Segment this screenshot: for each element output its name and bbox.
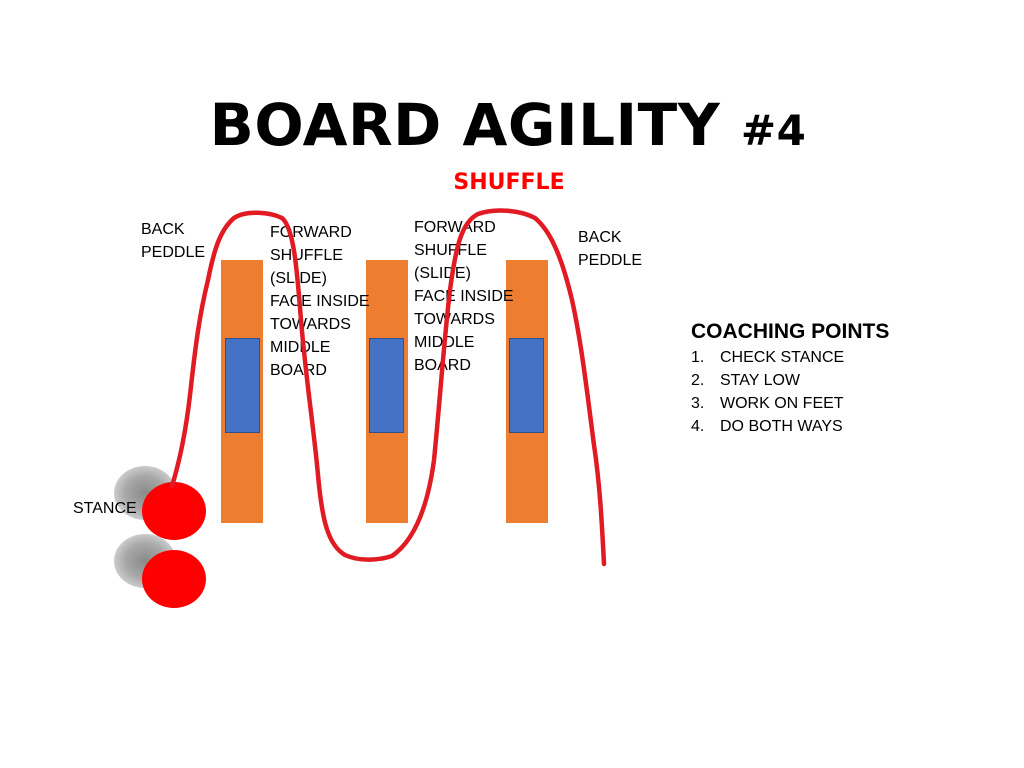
label-line: PEDDLE xyxy=(141,244,206,261)
label-line: FACE INSIDE xyxy=(414,288,514,305)
board-left-pad xyxy=(225,338,260,433)
list-item: 2. STAY LOW xyxy=(691,369,889,392)
drill-path-line xyxy=(169,208,607,567)
title-number: #4 xyxy=(740,106,807,155)
label-line: TOWARDS xyxy=(270,316,351,333)
label-line: BACK xyxy=(578,229,622,246)
label-line: (SLIDE) xyxy=(414,265,471,282)
list-item: 4. DO BOTH WAYS xyxy=(691,415,889,438)
label-forward-shuffle-1: FORWARD SHUFFLE (SLIDE) FACE INSIDE TOWA… xyxy=(270,221,370,382)
board-middle-pad xyxy=(369,338,404,433)
stance-disc-bottom xyxy=(142,550,206,608)
label-line: PEDDLE xyxy=(578,252,643,269)
label-line: BOARD xyxy=(270,362,327,379)
list-item-number: 3. xyxy=(691,395,705,412)
label-line: FACE INSIDE xyxy=(270,293,370,310)
label-line: MIDDLE xyxy=(270,339,331,356)
label-line: SHUFFLE xyxy=(414,242,487,259)
drill-subtitle: SHUFFLE xyxy=(453,170,565,195)
label-line: TOWARDS xyxy=(414,311,495,328)
label-forward-shuffle-2: FORWARD SHUFFLE (SLIDE) FACE INSIDE TOWA… xyxy=(414,216,514,377)
title-text: BOARD AGILITY xyxy=(209,91,721,159)
label-stance: STANCE xyxy=(73,500,137,517)
label-line: BACK xyxy=(141,221,185,238)
coaching-points-list: 1. CHECK STANCE 2. STAY LOW 3. WORK ON F… xyxy=(691,346,889,438)
page-title: BOARD AGILITY #4 xyxy=(0,96,1016,154)
board-right-pad xyxy=(509,338,544,433)
label-back-peddle-right: BACK PEDDLE xyxy=(578,226,642,272)
list-item-text: STAY LOW xyxy=(720,372,801,389)
label-back-peddle-left: BACK PEDDLE xyxy=(141,218,205,264)
coaching-points-heading: COACHING POINTS xyxy=(691,320,890,343)
label-line: FORWARD xyxy=(414,219,496,236)
list-item-number: 2. xyxy=(691,372,705,389)
list-item-number: 1. xyxy=(691,349,705,366)
list-item-text: CHECK STANCE xyxy=(720,349,845,366)
list-item: 3. WORK ON FEET xyxy=(691,392,889,415)
label-line: SHUFFLE xyxy=(270,247,343,264)
stance-disc-top xyxy=(142,482,206,540)
list-item-text: WORK ON FEET xyxy=(720,395,844,412)
list-item-text: DO BOTH WAYS xyxy=(720,418,843,435)
list-item: 1. CHECK STANCE xyxy=(691,346,889,369)
coaching-points: COACHING POINTS 1. CHECK STANCE 2. STAY … xyxy=(691,318,889,438)
list-item-number: 4. xyxy=(691,418,705,435)
